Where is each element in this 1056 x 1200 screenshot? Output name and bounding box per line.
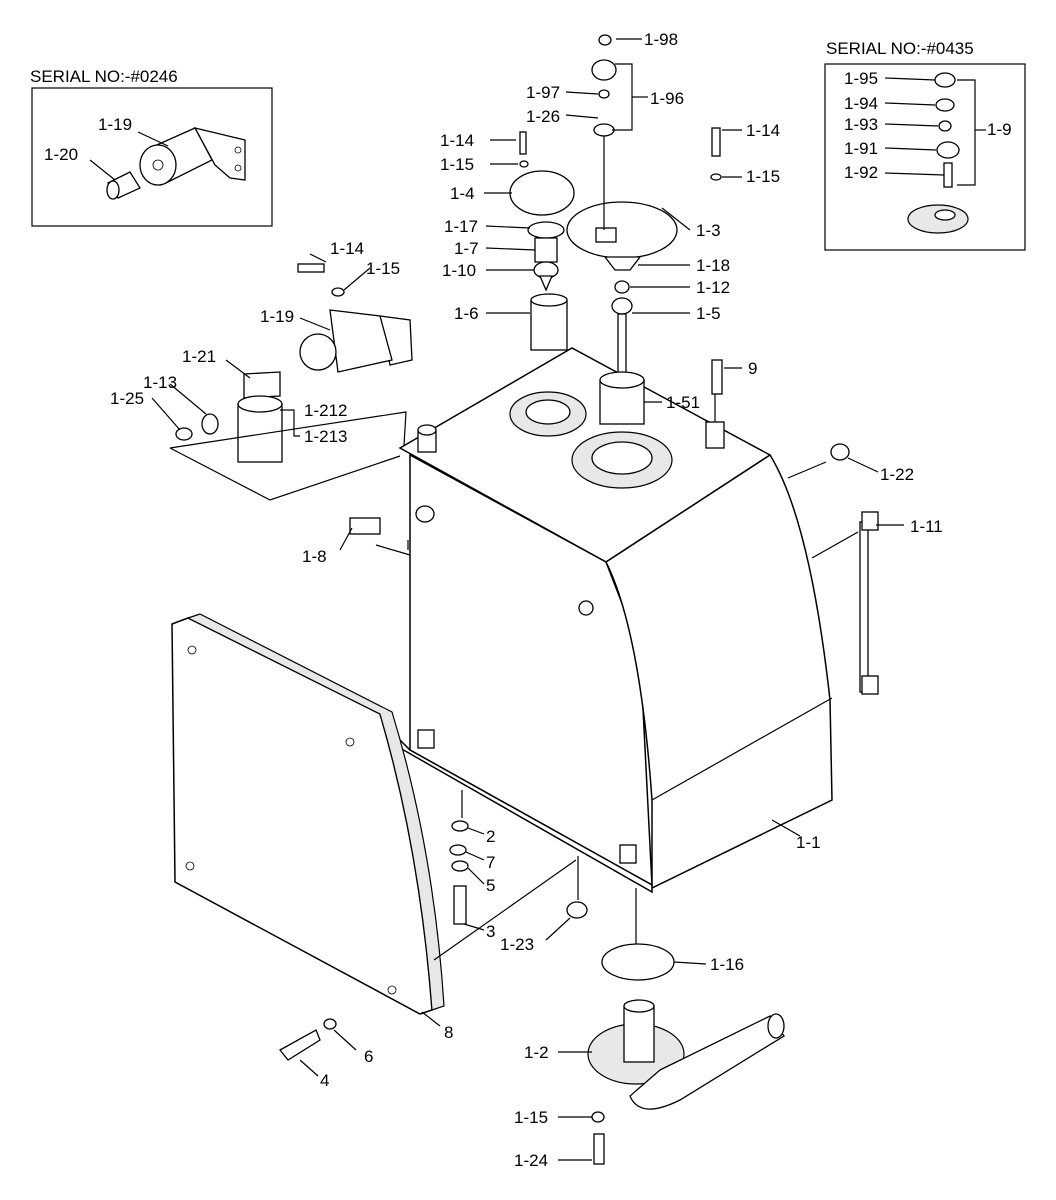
label-1-14-c: 1-14	[330, 239, 364, 258]
label-1-11: 1-11	[910, 517, 943, 536]
label-1-14-a: 1-14	[440, 131, 474, 150]
label-6: 6	[364, 1047, 373, 1066]
label-1-5: 1-5	[696, 304, 721, 323]
label-1-15-c: 1-15	[366, 259, 400, 278]
label-5: 5	[486, 876, 495, 895]
label-1-24: 1-24	[514, 1151, 548, 1170]
label-1-9: 1-9	[987, 120, 1012, 139]
label-1-8: 1-8	[302, 547, 327, 566]
label-1-19-b: 1-19	[260, 307, 294, 326]
label-1-92: 1-92	[844, 163, 878, 182]
serial-box-0435-title: SERIAL NO:-#0435	[826, 39, 974, 58]
sight-gauge	[859, 511, 879, 695]
label-1-91: 1-91	[844, 139, 878, 158]
label-1-12: 1-12	[696, 278, 730, 297]
filter-housing-small	[139, 127, 246, 186]
label-1-96: 1-96	[650, 89, 684, 108]
label-1-95: 1-95	[844, 69, 878, 88]
breather-1-96	[591, 34, 648, 230]
label-1-94: 1-94	[844, 94, 878, 113]
label-1-26: 1-26	[526, 107, 560, 126]
leader-lines	[151, 38, 904, 1161]
label-1-13: 1-13	[143, 373, 177, 392]
side-filter-assembly	[169, 263, 413, 501]
fitting-small	[106, 171, 141, 200]
label-1-4: 1-4	[450, 184, 475, 203]
label-7: 7	[486, 853, 495, 872]
label-1-15-a: 1-15	[440, 155, 474, 174]
cover-1-4	[509, 170, 575, 351]
tank-top-openings	[509, 391, 673, 489]
serial-box-0246-title: SERIAL NO:-#0246	[30, 67, 178, 86]
label-3: 3	[486, 922, 495, 941]
label-1-6: 1-6	[454, 304, 479, 323]
label-1-17: 1-17	[444, 217, 478, 236]
label-1-97: 1-97	[526, 83, 560, 102]
label-1-98: 1-98	[644, 30, 678, 49]
label-1-19-a: 1-19	[98, 115, 132, 134]
hydraulic-tank: 1-1	[398, 347, 833, 894]
label-1-16: 1-16	[710, 955, 744, 974]
label-1-1: 1-1	[796, 833, 821, 852]
label-1-213: 1-213	[304, 427, 347, 446]
label-1-18: 1-18	[696, 256, 730, 275]
side-panel-cover	[171, 613, 445, 1015]
label-2: 2	[486, 827, 495, 846]
label-1-7: 1-7	[454, 239, 479, 258]
label-1-22: 1-22	[880, 465, 914, 484]
label-1-212: 1-212	[304, 401, 347, 420]
label-1-21: 1-21	[182, 347, 216, 366]
label-1-51: 1-51	[666, 393, 700, 412]
serial-box-0435: SERIAL NO:-#0435 1-95 1-94 1-93 1-91 1-9…	[824, 39, 1026, 251]
label-1-14-b: 1-14	[746, 121, 780, 140]
label-1-20: 1-20	[44, 145, 78, 164]
label-1-93: 1-93	[844, 115, 878, 134]
label-1-23: 1-23	[500, 935, 534, 954]
label-9: 9	[748, 359, 757, 378]
label-1-3: 1-3	[696, 221, 721, 240]
label-8: 8	[444, 1023, 453, 1042]
label-1-25: 1-25	[110, 389, 144, 408]
part-labels: 1-98 1-97 1-96 1-26 1-14 1-14 1-15 1-15 …	[110, 30, 943, 1170]
label-1-15-b: 1-15	[746, 167, 780, 186]
label-1-10: 1-10	[442, 261, 476, 280]
label-4: 4	[320, 1071, 329, 1090]
label-1-2: 1-2	[524, 1043, 549, 1062]
serial-box-0246: SERIAL NO:-#0246 1-19 1-20	[30, 67, 273, 227]
suction-pipe	[587, 999, 785, 1110]
label-1-15-d: 1-15	[514, 1108, 548, 1127]
